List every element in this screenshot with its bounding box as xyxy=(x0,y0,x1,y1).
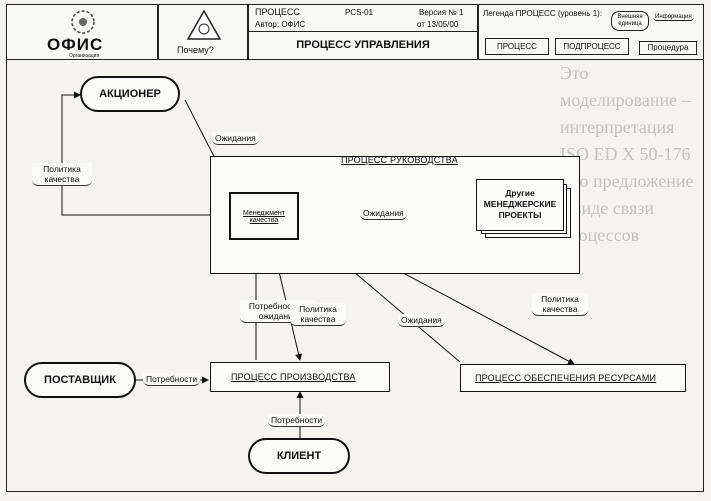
legend-info: Информация xyxy=(653,14,694,21)
author-label: Автор: ОФИС xyxy=(255,20,306,29)
flow-label: Ожидания xyxy=(398,314,445,327)
logo-icon xyxy=(71,10,95,34)
process-code: PCS-01 xyxy=(345,8,374,17)
flow-label: Политика качества xyxy=(532,293,588,316)
flow-label: Политика качества xyxy=(32,163,92,186)
date-label: от 13/05/00 xyxy=(417,20,459,29)
logo-text: ОФИС xyxy=(47,35,104,54)
resource-process-title: ПРОЦЕСС ОБЕСПЕЧЕНИЯ РЕСУРСАМИ xyxy=(475,373,657,383)
shareholder-node[interactable]: АКЦИОНЕР xyxy=(80,76,180,112)
flow-label: Потребности xyxy=(143,373,201,386)
legend-procedure: Процедура xyxy=(639,41,697,55)
version-label: Версия № 1 xyxy=(419,8,464,17)
process-info-cell: ПРОЦЕСС PCS-01 Версия № 1 Автор: ОФИС от… xyxy=(248,4,478,60)
page-title: ПРОЦЕСС УПРАВЛЕНИЯ xyxy=(296,39,430,51)
production-process-title: ПРОЦЕСС ПРОИЗВОДСТВА xyxy=(231,372,356,382)
management-process-title: ПРОЦЕСС РУКОВОДСТВА xyxy=(341,155,458,165)
legend-cell: Легенда ПРОЦЕСС (уровень 1): Внешняя еди… xyxy=(478,4,704,60)
flow-label: Ожидания xyxy=(212,132,259,145)
legend-label: Легенда ПРОЦЕСС (уровень 1): xyxy=(483,9,603,18)
other-projects-box[interactable]: Другие МЕНЕДЖЕРСКИЕ ПРОЕКТЫ xyxy=(476,179,564,231)
flow-label: Политика качества xyxy=(290,303,346,326)
legend-process: ПРОЦЕСС xyxy=(485,38,549,55)
flow-label: Ожидания xyxy=(360,207,407,220)
why-cell[interactable]: Почему? xyxy=(158,4,248,60)
quality-management-box[interactable]: Менеджмент качества xyxy=(229,192,299,240)
logo-cell: ОФИС Организация xyxy=(6,4,158,60)
legend-subprocess: ПОДПРОЦЕСС xyxy=(555,38,629,55)
client-node[interactable]: КЛИЕНТ xyxy=(248,438,350,474)
why-label: Почему? xyxy=(177,45,214,55)
triangle-icon xyxy=(186,9,222,40)
process-label: ПРОЦЕСС xyxy=(255,7,300,17)
logo-subtext: Организация xyxy=(69,53,100,59)
production-process-box[interactable]: ПРОЦЕСС ПРОИЗВОДСТВА xyxy=(210,362,390,392)
resource-process-box[interactable]: ПРОЦЕСС ОБЕСПЕЧЕНИЯ РЕСУРСАМИ xyxy=(460,364,686,392)
supplier-node[interactable]: ПОСТАВЩИК xyxy=(24,362,136,398)
legend-external: Внешняя единица xyxy=(611,11,649,31)
flow-label: Потребности xyxy=(268,414,326,427)
